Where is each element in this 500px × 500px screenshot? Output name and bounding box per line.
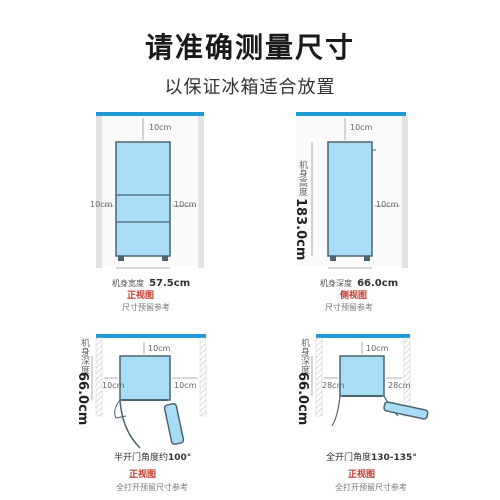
br-view-name: 正视图 [348, 470, 376, 480]
front-left-gap: 10cm [90, 200, 113, 209]
wall-right [403, 337, 411, 417]
side-top-gap: 10cm [350, 123, 373, 132]
br-view-note: 全打开预留尺寸参考 [335, 483, 407, 492]
wall-back [402, 116, 408, 268]
bl-door-angle: 半开门角度约100° [114, 450, 191, 463]
wall-right [198, 116, 204, 268]
front-top-gap: 10cm [149, 123, 172, 132]
angle-value: 100° [168, 453, 192, 463]
bl-top-gap: 10cm [148, 344, 171, 353]
bl-left-gap: 10cm [102, 381, 125, 390]
wall-top [96, 112, 204, 116]
door-right-open [163, 402, 185, 446]
depth-label: 机身深度 [320, 279, 352, 288]
bl-right-gap: 10cm [174, 381, 197, 390]
top-view-half-open-diagram [91, 334, 207, 449]
angle-prefix: 半开门角度约 [114, 453, 169, 463]
front-view-diagram [96, 112, 204, 269]
page-subtitle: 以保证冰箱适合放置 [164, 77, 336, 98]
depth-value: 66.0cm [357, 278, 399, 289]
fridge-front [115, 141, 171, 257]
side-height-value: 183.0cm [293, 198, 308, 261]
foot [162, 256, 168, 261]
fridge-top [119, 355, 171, 401]
front-right-gap: 10cm [174, 200, 197, 209]
wall-left [95, 337, 103, 417]
bl-depth-label: 机身深度 [79, 338, 89, 374]
br-right-gap: 28cm [388, 381, 411, 390]
door-swing-left [331, 395, 341, 427]
side-view-diagram [296, 112, 408, 269]
foot [118, 256, 124, 261]
side-height-label: 机身高度 [297, 160, 307, 196]
width-value: 57.5cm [149, 278, 191, 289]
foot [364, 256, 370, 261]
angle-value: 130-135° [371, 453, 417, 463]
front-view-name: 正视图 [127, 291, 155, 301]
door-swing-left [119, 399, 141, 449]
br-left-gap: 28cm [322, 381, 345, 390]
door-right-open [383, 401, 429, 420]
wall-left [96, 116, 102, 268]
angle-prefix: 全开门角度 [326, 453, 372, 463]
page-title: 请准确测量尺寸 [144, 31, 355, 64]
side-view-note: 尺寸预留参考 [325, 303, 373, 312]
wall-left [315, 337, 323, 417]
br-door-angle: 全开门角度130-135° [326, 450, 417, 463]
front-view-note: 尺寸预留参考 [122, 303, 170, 312]
width-label: 机身宽度 [112, 279, 144, 288]
br-depth-value: 66.0cm [295, 372, 310, 426]
fridge-side [327, 141, 373, 257]
fridge-top [339, 355, 385, 397]
side-view-name: 侧视图 [340, 291, 368, 301]
side-depth-measure: 机身深度 66.0cm [320, 271, 398, 290]
wall-right [199, 337, 207, 417]
side-right-gap: 10cm [376, 200, 399, 209]
wall-top [316, 334, 410, 338]
br-top-gap: 10cm [366, 344, 389, 353]
foot [330, 256, 336, 261]
door-swing-left-inner [114, 399, 127, 419]
wall-top [296, 112, 406, 116]
wall-top [96, 334, 206, 338]
br-depth-label: 机身深度 [299, 338, 309, 374]
front-width-measure: 机身宽度 57.5cm [112, 271, 190, 290]
top-view-full-open-diagram [311, 334, 429, 427]
bl-view-name: 正视图 [129, 470, 157, 480]
bl-view-note: 全打开预留尺寸参考 [116, 483, 188, 492]
bl-depth-value: 66.0cm [75, 372, 90, 426]
